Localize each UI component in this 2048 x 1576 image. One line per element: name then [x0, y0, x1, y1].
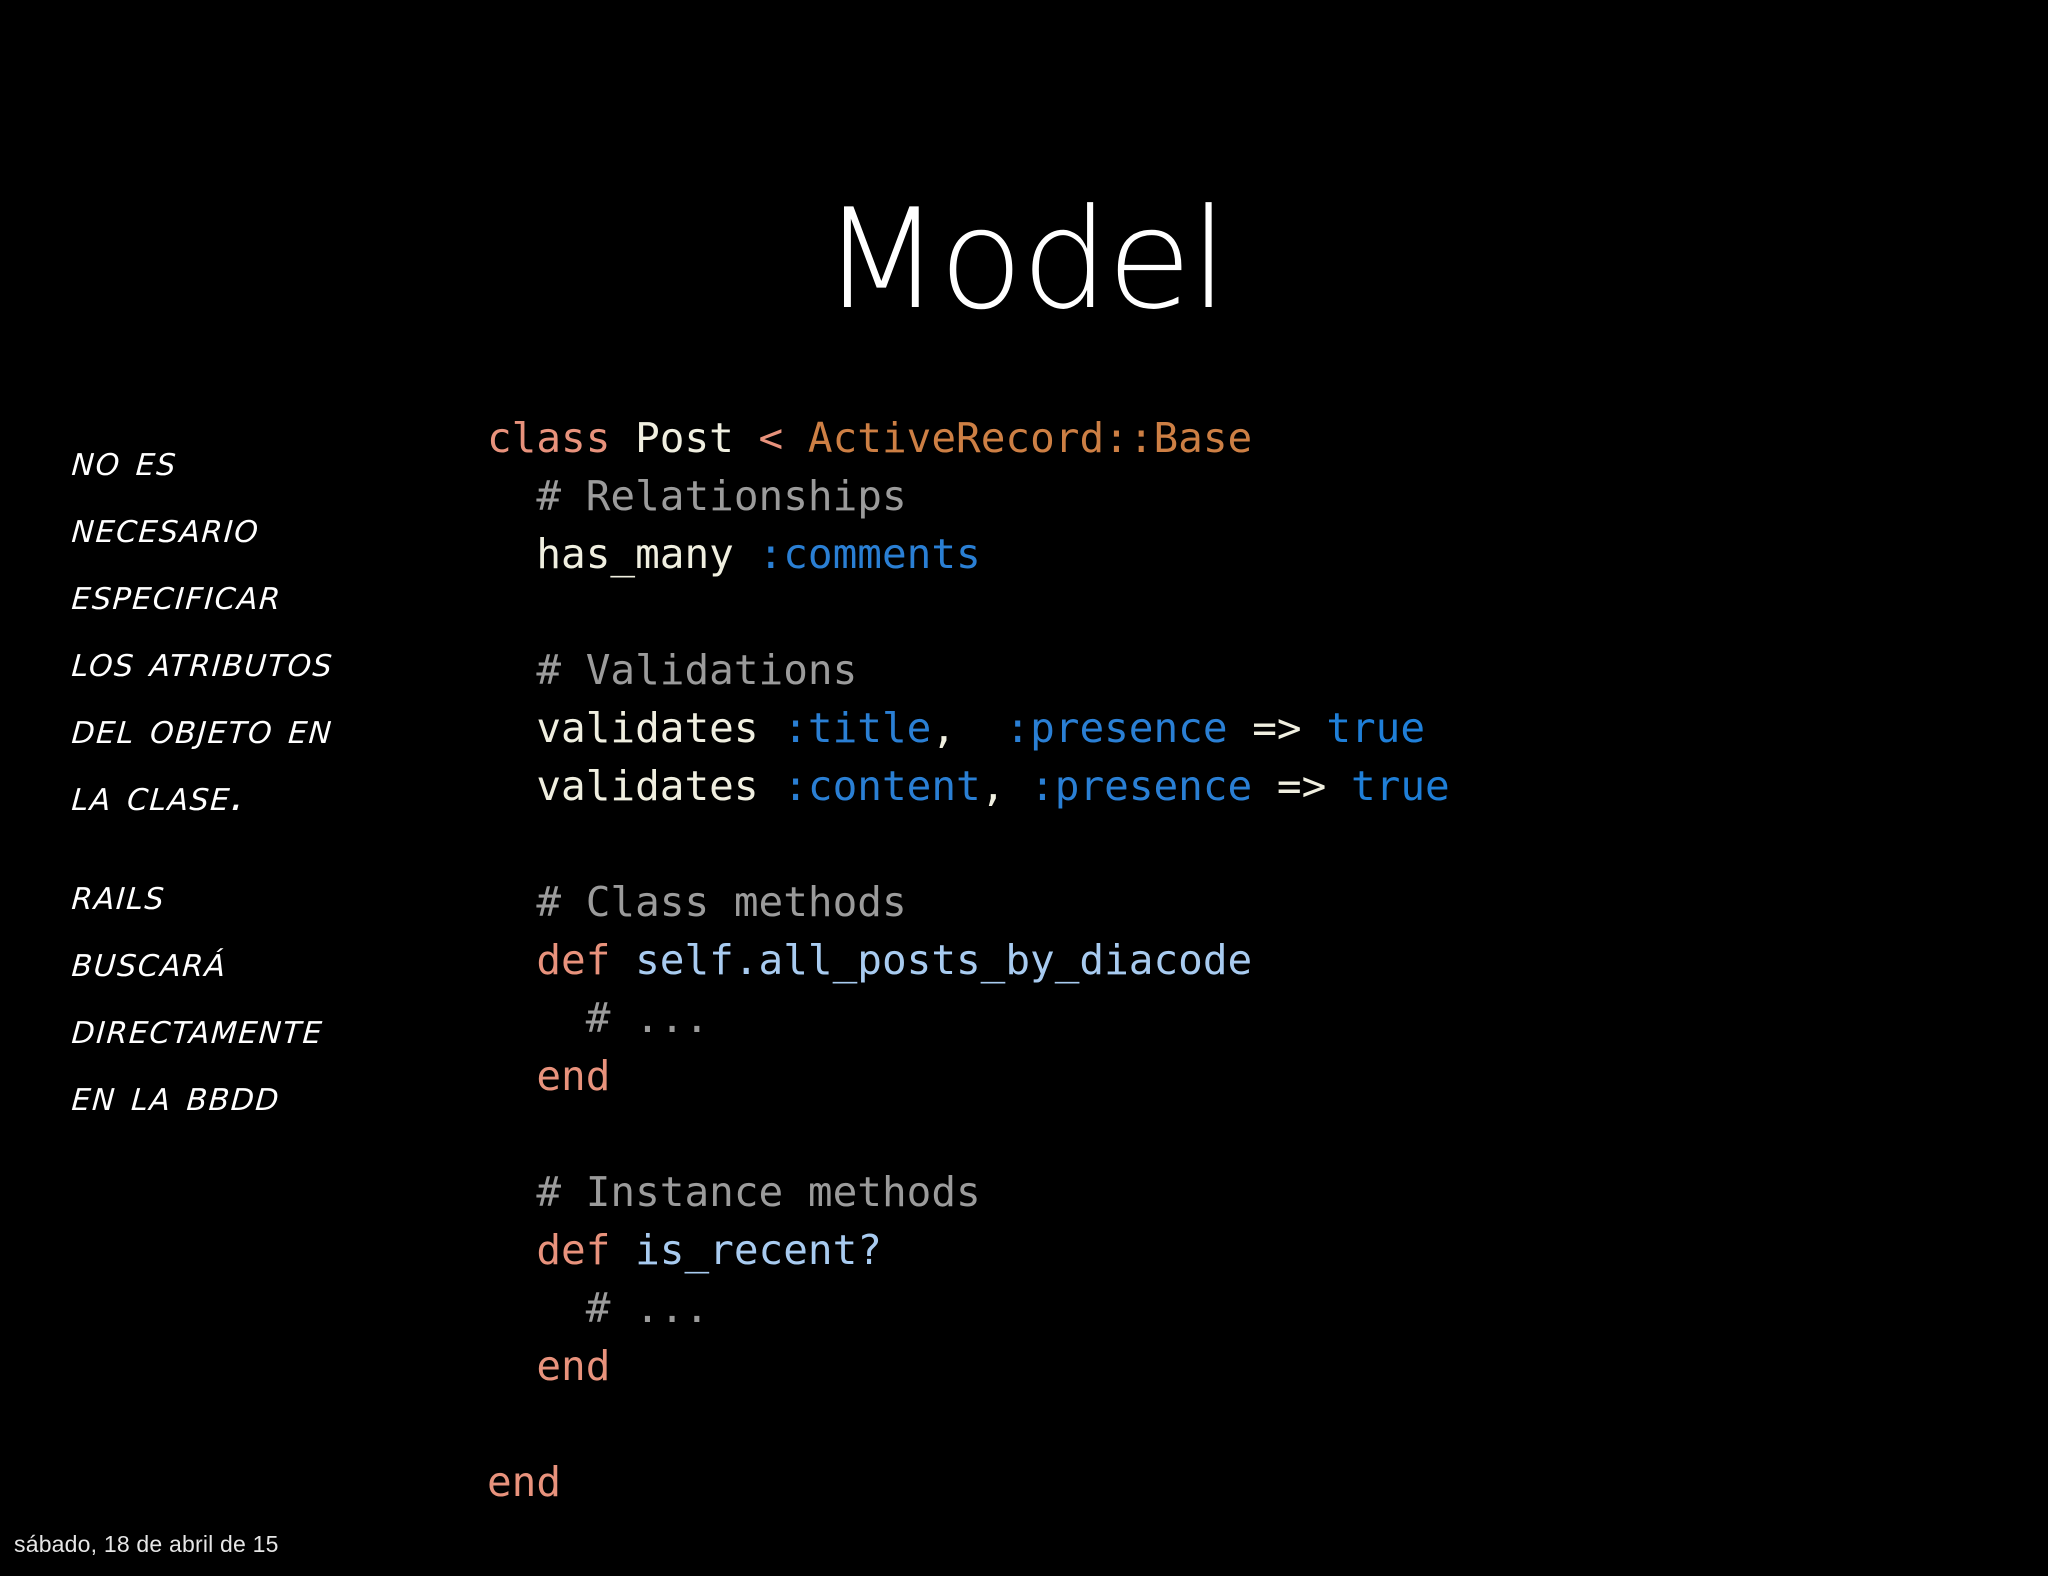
code-token-symbol: :content: [783, 762, 981, 810]
code-line: # Validations: [487, 641, 1450, 699]
code-token-keyword: <: [758, 414, 784, 462]
code-token-keyword: def: [487, 936, 636, 984]
code-line: # ...: [487, 1279, 1450, 1337]
code-token-comment: # Class methods: [487, 878, 907, 926]
code-token-comment: # Validations: [487, 646, 858, 694]
code-token-value: true: [1326, 704, 1426, 752]
code-token-plain: [734, 414, 759, 462]
code-token-keyword: end: [487, 1458, 562, 1506]
code-token-plain: [487, 1400, 512, 1448]
code-token-plain: [487, 588, 512, 636]
code-line: # Instance methods: [487, 1163, 1450, 1221]
code-token-keyword: def: [487, 1226, 636, 1274]
code-line: [487, 815, 1450, 873]
code-line: # ...: [487, 989, 1450, 1047]
code-token-comment: # Relationships: [487, 472, 907, 520]
code-token-value: true: [1351, 762, 1450, 810]
handwritten-note-line: los atributos: [70, 637, 336, 687]
handwritten-note-line: necesario: [70, 503, 262, 553]
handwritten-note-attributes: No es necesario especificar los atributos de…: [70, 428, 472, 830]
code-token-symbol: :presence: [1030, 762, 1253, 810]
code-line: [487, 1105, 1450, 1163]
code-line: def is_recent?: [487, 1221, 1450, 1279]
code-token-plain: [487, 1110, 512, 1158]
code-token-identifier: has_many: [487, 530, 759, 578]
code-line: [487, 1395, 1450, 1453]
code-line: class Post < ActiveRecord::Base: [487, 409, 1450, 467]
handwritten-note-line: especificar: [70, 570, 284, 620]
handwritten-note-line: buscará: [70, 937, 229, 987]
code-token-comment: # ...: [487, 994, 710, 1042]
handwritten-note-line: Rails: [70, 870, 168, 920]
code-token-plain: [610, 414, 635, 462]
code-token-symbol: :presence: [1005, 704, 1228, 752]
code-token-constant: ActiveRecord::Base: [807, 414, 1253, 462]
code-token-comment: # ...: [487, 1284, 710, 1332]
code-token-plain: [487, 820, 512, 868]
code-token-identifier: validates: [487, 762, 784, 810]
handwritten-note-line: en la BBDD: [70, 1071, 283, 1121]
code-line: # Relationships: [487, 467, 1450, 525]
code-token-identifier: ,: [931, 704, 1006, 752]
code-token-keyword: end: [487, 1052, 611, 1100]
code-line: validates :content, :presence => true: [487, 757, 1450, 815]
footer-date: sábado, 18 de abril de 15: [14, 1531, 279, 1557]
code-token-keyword: class: [487, 414, 611, 462]
handwritten-note-line: del objeto en: [70, 704, 335, 754]
code-token-method: is_recent?: [635, 1226, 882, 1274]
code-line: [487, 583, 1450, 641]
code-line: end: [487, 1453, 1450, 1511]
code-line: def self.all_posts_by_diacode: [487, 931, 1450, 989]
handwritten-note-line: directamente: [70, 1004, 326, 1054]
page-title: Model: [821, 179, 1228, 341]
code-token-class_name: Post: [635, 414, 734, 462]
code-token-identifier: =>: [1227, 704, 1327, 752]
code-token-plain: [783, 414, 808, 462]
code-line: end: [487, 1337, 1450, 1395]
code-line: end: [487, 1047, 1450, 1105]
code-token-symbol: :comments: [758, 530, 981, 578]
code-token-identifier: ,: [980, 762, 1031, 810]
code-token-symbol: :title: [783, 704, 932, 752]
ruby-code-block: class Post < ActiveRecord::Base # Relati…: [487, 409, 1450, 1511]
handwritten-note-rails-lookup: Rails buscará directamente en la BBDD: [70, 862, 472, 1130]
code-line: # Class methods: [487, 873, 1450, 931]
code-token-method: self.all_posts_by_diacode: [635, 936, 1253, 984]
code-token-identifier: =>: [1252, 762, 1351, 810]
code-line: validates :title, :presence => true: [487, 699, 1450, 757]
code-token-identifier: validates: [487, 704, 784, 752]
code-line: has_many :comments: [487, 525, 1450, 583]
code-token-comment: # Instance methods: [487, 1168, 981, 1216]
code-token-keyword: end: [487, 1342, 611, 1390]
handwritten-note-line: No es: [70, 436, 180, 486]
handwritten-note-line: la clase.: [70, 771, 249, 821]
